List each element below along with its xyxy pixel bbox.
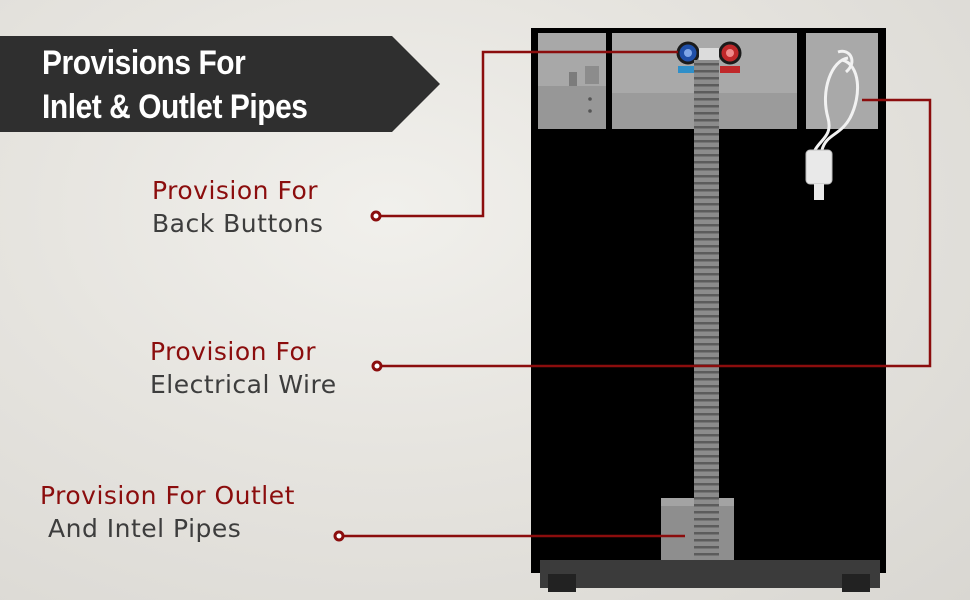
callout-back-buttons-subtitle: Back Buttons [152, 209, 324, 238]
callout-electrical-wire: Provision For Electrical Wire [150, 337, 337, 399]
drain-hose [694, 60, 719, 528]
callout-back-buttons: Provision For Back Buttons [152, 176, 323, 238]
title-banner: Provisions For Inlet & Outlet Pipes [0, 36, 440, 132]
leader-dot-back-buttons [370, 210, 382, 222]
callout-leaders [339, 50, 932, 538]
callout-pipes-title: Provision For Outlet [40, 481, 295, 510]
leader-dot-electrical-wire [371, 360, 383, 372]
power-plug-icon [810, 49, 860, 161]
banner-title-line1: Provisions For [42, 44, 246, 82]
callout-electrical-wire-subtitle: Electrical Wire [150, 370, 337, 399]
leader-dot-pipes [333, 530, 345, 542]
banner-title-line2: Inlet & Outlet Pipes [42, 88, 308, 126]
callout-back-buttons-title: Provision For [152, 176, 319, 205]
callout-pipes-subtitle: And Intel Pipes [48, 514, 242, 543]
callout-electrical-wire-title: Provision For [150, 337, 317, 366]
callout-pipes: Provision For Outlet And Intel Pipes [40, 481, 295, 543]
hot-water-valve-icon [718, 41, 742, 73]
cabinet-base [540, 560, 880, 588]
